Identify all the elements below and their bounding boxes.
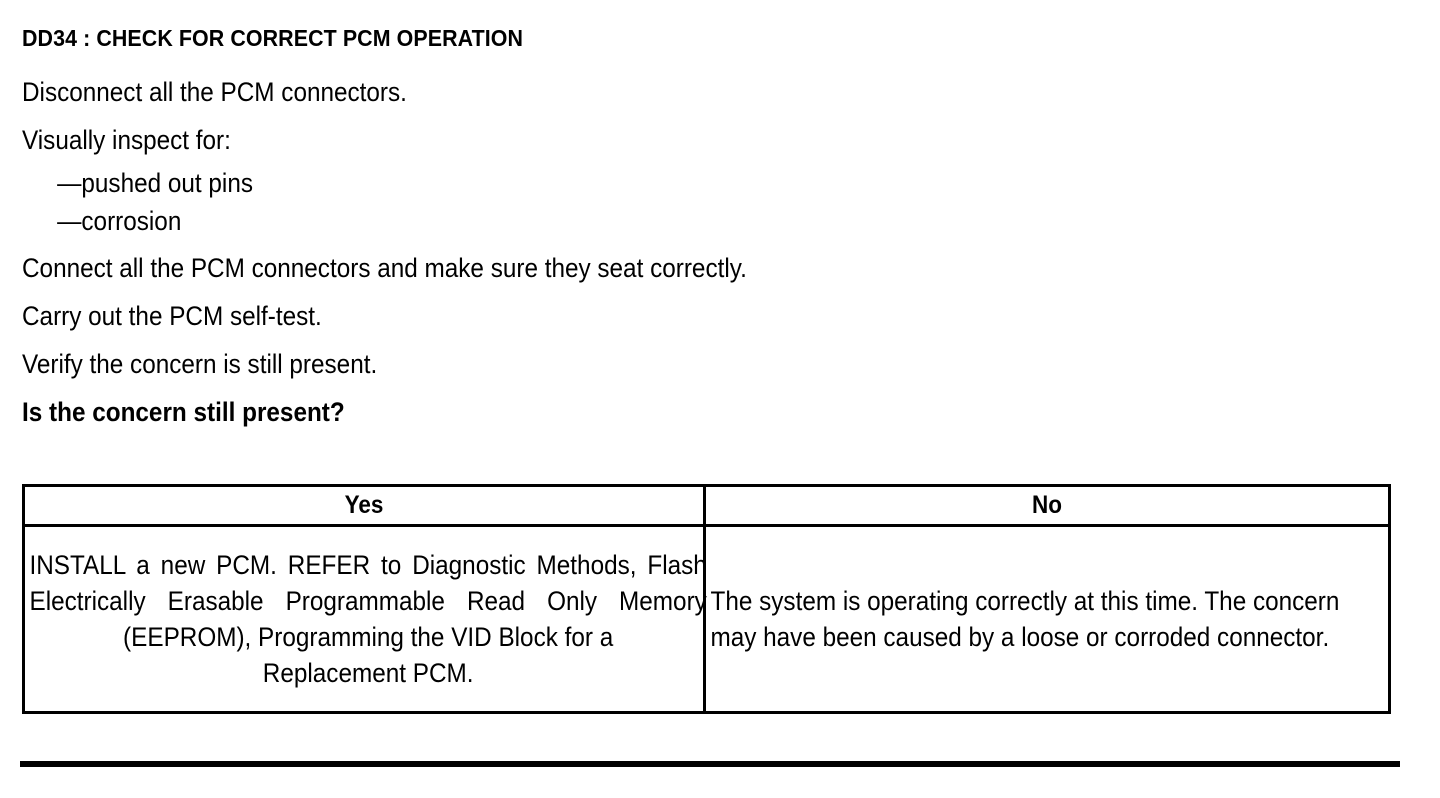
table-header-row: Yes No: [22, 484, 1391, 527]
column-header-yes-label: Yes: [344, 491, 384, 519]
table-row: INSTALL a new PCM. REFER to Diagnostic M…: [22, 524, 1391, 714]
procedure-steps: Disconnect all the PCM connectors. Visua…: [22, 68, 1362, 436]
step-line: Visually inspect for:: [22, 125, 231, 155]
step-line: Connect all the PCM connectors and make …: [22, 253, 747, 283]
cell-yes-main: INSTALL a new PCM. REFER to Diagnostic M…: [29, 550, 707, 652]
step-line: Verify the concern is still present.: [22, 349, 378, 379]
column-header-yes: Yes: [22, 484, 706, 527]
cell-no-action: The system is operating correctly at thi…: [703, 524, 1391, 714]
column-header-no-label: No: [1031, 491, 1062, 519]
decision-table: Yes No INSTALL a new PCM. REFER to Diagn…: [22, 484, 1391, 714]
cell-yes-action: INSTALL a new PCM. REFER to Diagnostic M…: [22, 524, 707, 714]
step-line: Carry out the PCM self-test.: [22, 301, 322, 331]
page-title: DD34 : CHECK FOR CORRECT PCM OPERATION: [22, 25, 524, 51]
footer-rule: [20, 761, 1400, 767]
decision-question: Is the concern still present?: [22, 397, 345, 427]
cell-yes-tail: Replacement PCM.: [262, 658, 474, 688]
step-line: Disconnect all the PCM connectors.: [22, 77, 407, 107]
cell-no-text: The system is operating correctly at thi…: [710, 586, 1340, 652]
inspect-bullet: —corrosion: [57, 206, 182, 236]
column-header-no: No: [703, 484, 1391, 527]
inspect-bullet: —pushed out pins: [57, 168, 253, 198]
cell-yes-text: INSTALL a new PCM. REFER to Diagnostic M…: [25, 547, 709, 691]
